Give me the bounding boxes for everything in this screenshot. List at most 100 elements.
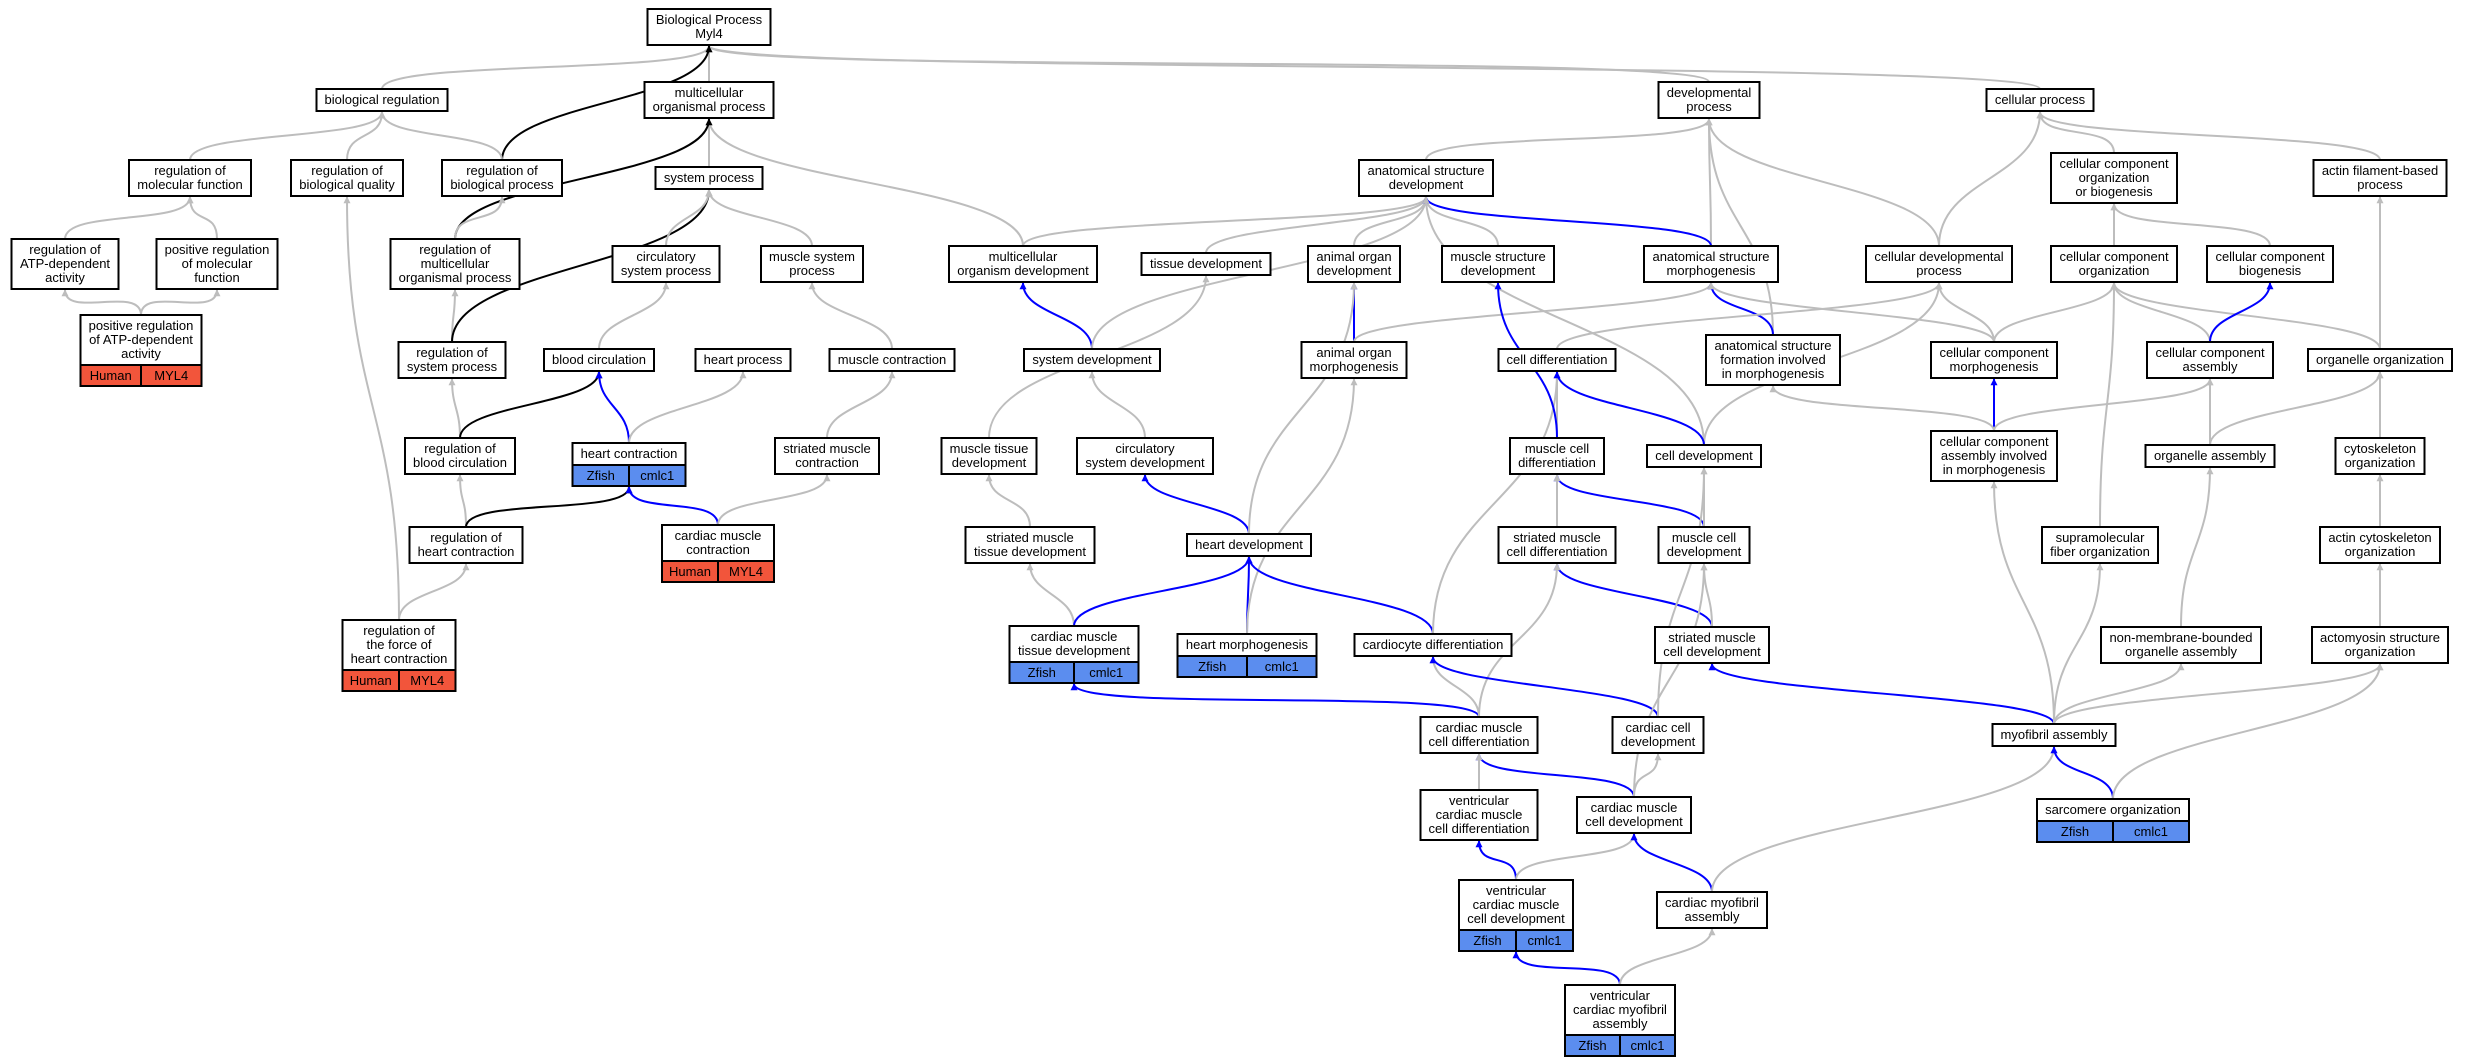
gene-label: cmlc1 xyxy=(1089,665,1123,680)
go-term-cardiocyte-differentiation[interactable]: cardiocyte differentiation xyxy=(1353,633,1513,657)
gene-label: MYL4 xyxy=(154,368,188,383)
go-term-system-development[interactable]: system development xyxy=(1023,348,1161,372)
term-label: tissue development xyxy=(1150,256,1262,271)
edge-regulation-of-biological-process-to-biological-regulation xyxy=(378,111,503,161)
term-label: regulation of xyxy=(363,623,435,638)
edge-line xyxy=(1657,467,1708,718)
term-label: organization xyxy=(2079,263,2150,278)
term-label: function xyxy=(194,270,240,285)
go-term-organelle-assembly[interactable]: organelle assembly xyxy=(2144,444,2276,468)
edge-cellular-component-morphogenesis-to-cellular-developmental-process xyxy=(1935,282,1995,343)
edge-line xyxy=(1088,371,1146,439)
term-label: molecular function xyxy=(137,177,243,192)
term-box xyxy=(397,341,507,379)
edge-cardiac-muscle-cell-differentiation-to-striated-muscle-cell-differentiation xyxy=(1478,563,1561,718)
edge-layer xyxy=(61,45,2384,986)
edge-line xyxy=(2209,371,2384,446)
go-term-tissue-development[interactable]: tissue development xyxy=(1140,252,1272,276)
edge-line xyxy=(1553,371,1705,446)
go-term-cellular-process[interactable]: cellular process xyxy=(1985,88,2095,112)
edge-cardiac-myofibril-assembly-to-myofibril-assembly xyxy=(1711,746,2058,893)
term-label: or biogenesis xyxy=(2075,184,2153,199)
term-label: cardiac myofibril xyxy=(1573,1002,1667,1017)
go-term-cell-differentiation[interactable]: cell differentiation xyxy=(1497,348,1617,372)
edge-cellular-component-organization-or-biogenesis-to-cellular-process xyxy=(2036,111,2115,154)
edge-regulation-of-biological-quality-to-biological-regulation xyxy=(346,111,386,161)
edge-anatomical-structure-formation-involved-in-morphogenesis-to-anatomical-structure-morphogenesis xyxy=(1707,282,1774,336)
term-box xyxy=(694,348,792,372)
term-box xyxy=(611,245,721,283)
go-term-myofibril-assembly[interactable]: myofibril assembly xyxy=(1991,723,2117,747)
edge-cardiac-muscle-tissue-development-to-heart-development xyxy=(1073,556,1253,627)
go-term-muscle-contraction[interactable]: muscle contraction xyxy=(828,348,956,372)
go-term-cell-development[interactable]: cell development xyxy=(1646,444,1762,468)
term-label: organismal process xyxy=(399,270,512,285)
go-term-biological-regulation[interactable]: biological regulation xyxy=(315,88,449,112)
go-term-heart-development[interactable]: heart development xyxy=(1186,533,1312,557)
term-label: cellular component xyxy=(2215,249,2325,264)
go-term-blood-circulation[interactable]: blood circulation xyxy=(543,348,655,372)
go-term-organelle-organization[interactable]: organelle organization xyxy=(2307,348,2453,372)
go-term-heart-process[interactable]: heart process xyxy=(694,348,792,372)
edge-line xyxy=(2110,282,2381,350)
go-term-system-process[interactable]: system process xyxy=(654,166,764,190)
edge-positive-regulation-of-atp-dependent-activity-to-positive-regulation-of-molecular-function xyxy=(140,289,221,316)
